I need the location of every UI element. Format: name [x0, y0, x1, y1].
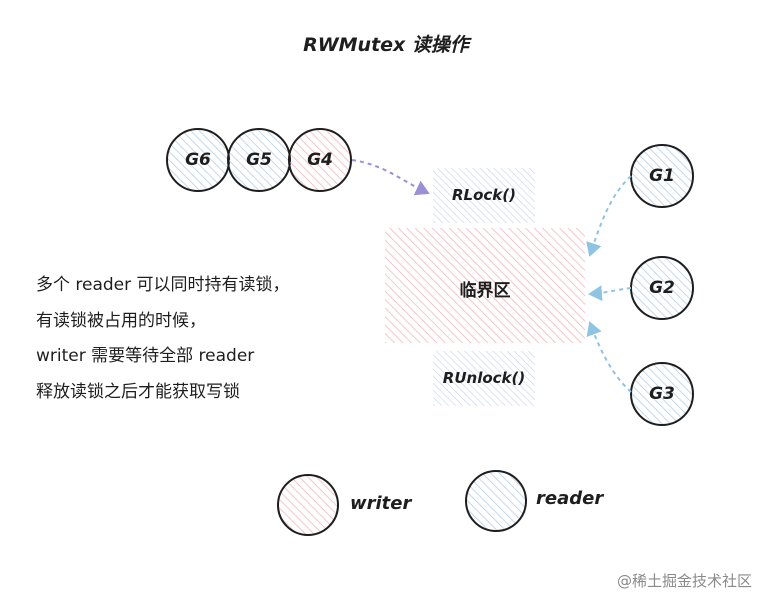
goroutine-g6-label: G6 — [185, 150, 211, 170]
note-line: 释放读锁之后才能获取写锁 — [36, 381, 240, 402]
critical-section-label: 临界区 — [459, 281, 511, 301]
legend-writer-swatch — [277, 474, 339, 536]
goroutine-g2-label: G2 — [649, 278, 675, 298]
reader-g1-arrow — [586, 175, 632, 257]
goroutine-g3-circle — [630, 362, 694, 426]
goroutine-g4-label: G4 — [307, 150, 333, 170]
note-line: 多个 reader 可以同时持有读锁， — [36, 275, 290, 295]
goroutine-g4-circle — [288, 128, 352, 192]
goroutine-g1-label: G1 — [649, 166, 675, 186]
legend-reader-label: reader — [536, 488, 604, 509]
explanation-note: 多个 reader 可以同时持有读锁， 有读锁被占用的时候， writer 需要… — [36, 268, 376, 410]
reader-g3-arrow — [586, 321, 632, 393]
runlock-label: RUnlock() — [442, 369, 526, 387]
rlock-label: RLock() — [452, 186, 516, 204]
writer-wait-arrow — [351, 159, 430, 196]
note-line: 有读锁被占用的时候， — [36, 310, 206, 331]
page-title: RWMutex 读操作 — [303, 34, 469, 56]
watermark: @稀土掘金技术社区 — [616, 572, 752, 590]
legend-writer-label: writer — [350, 493, 412, 514]
goroutine-g3-label: G3 — [649, 384, 675, 404]
goroutine-g5-label: G5 — [246, 150, 272, 170]
reader-g2-arrow — [588, 285, 632, 302]
runlock-box — [433, 351, 535, 406]
note-line: writer 需要等待全部 reader — [36, 346, 255, 366]
legend-reader-swatch — [465, 470, 527, 532]
rlock-box — [433, 168, 535, 223]
critical-section-box — [385, 228, 585, 343]
